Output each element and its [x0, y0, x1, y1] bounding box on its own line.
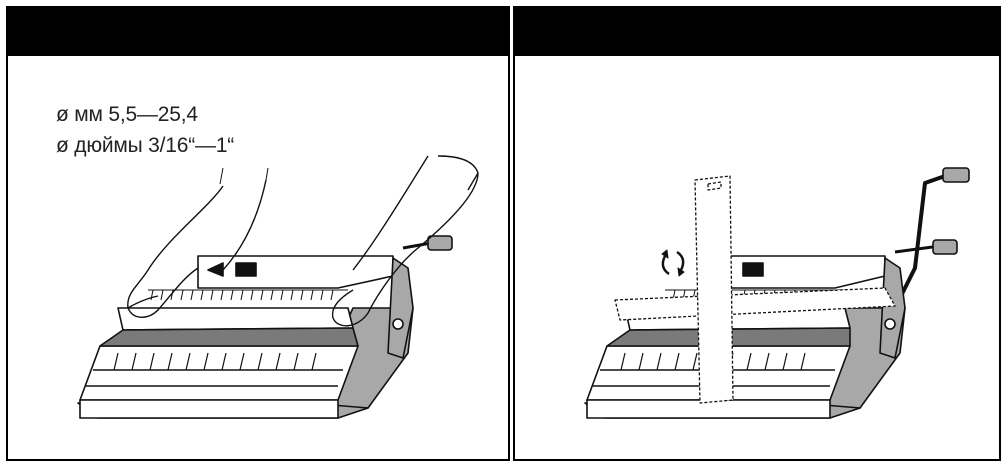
binding-machine-with-hands-illustration: [77, 155, 479, 419]
binding-wire-icon: [694, 175, 734, 404]
crank-handle-icon: [402, 235, 453, 251]
panel-header-bar: [8, 8, 508, 56]
right-hand-icon: [331, 155, 479, 327]
document-stack-icon: [614, 287, 896, 321]
instruction-panel-left: ø мм 5,5—25,4 ø дюймы 3/16“—1“: [6, 6, 510, 461]
left-hand-icon: [127, 179, 267, 318]
comb-tray-icon: [79, 345, 359, 419]
instruction-panel-right: [513, 6, 1001, 461]
crank-handle-icon: [893, 167, 970, 309]
diameter-inch-label: ø дюймы 3/16“—1“: [56, 134, 235, 157]
comb-teeth-icon: [148, 289, 348, 301]
diameter-mm-label: ø мм 5,5—25,4: [56, 103, 198, 126]
binding-machine-with-wire-illustration: [584, 167, 970, 419]
panel-header-bar: [515, 8, 999, 56]
rotate-arrows-icon: [661, 249, 685, 277]
